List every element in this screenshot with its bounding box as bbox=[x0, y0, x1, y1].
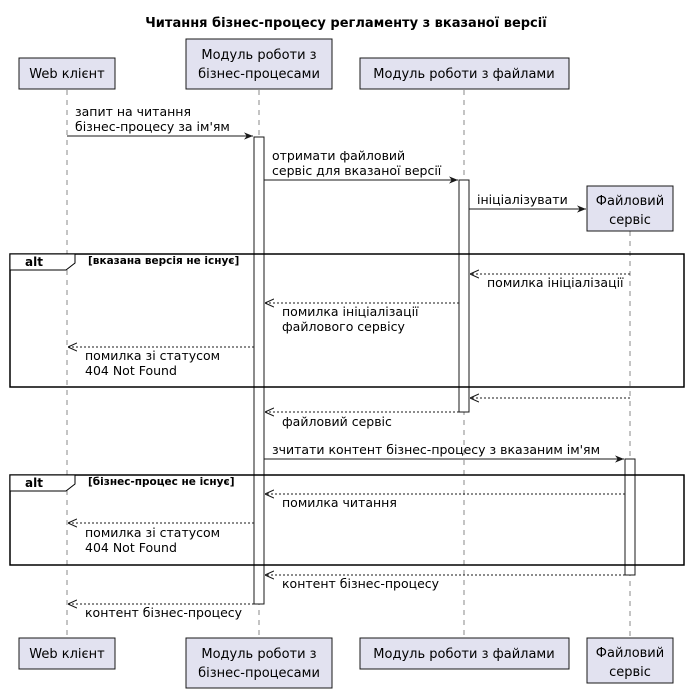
participant-label-line2: сервіс bbox=[609, 665, 651, 680]
participant-file-service-created: Файловий сервіс bbox=[586, 185, 674, 232]
message-label: ініціалізувати bbox=[477, 192, 568, 207]
participant-label-line1: Файловий bbox=[596, 646, 664, 661]
participant-label-line2: бізнес-процесами bbox=[198, 67, 320, 82]
alt-tag: alt bbox=[25, 476, 43, 490]
participant-bp-module-top: Модуль роботи з бізнес-процесами bbox=[185, 38, 333, 90]
message-read-error: помилка читання bbox=[265, 494, 625, 510]
message-content-to-client: контент бізнес-процесу bbox=[68, 604, 254, 620]
message-label-line1: помилка зі статусом bbox=[85, 525, 220, 540]
participant-file-module-top: Модуль роботи з файлами bbox=[359, 57, 570, 90]
participant-bp-module-bottom: Модуль роботи з бізнес-процесами bbox=[185, 637, 333, 689]
participant-web-client-top: Web клієнт bbox=[18, 57, 116, 90]
participant-label-line1: Модуль роботи з bbox=[201, 48, 316, 63]
alt-condition: [бізнес-процес не існує] bbox=[88, 476, 235, 488]
alt-tag: alt bbox=[25, 255, 43, 269]
message-404-process: помилка зі статусом 404 Not Found bbox=[68, 523, 254, 555]
participant-label: Модуль роботи з файлами bbox=[373, 647, 554, 662]
participant-label: Web клієнт bbox=[29, 647, 105, 662]
alt-frame-version-missing: alt [вказана версія не існує] bbox=[9, 253, 685, 388]
activation-bp-module bbox=[253, 136, 265, 605]
message-file-service-return: файловий сервіс bbox=[265, 412, 459, 429]
message-read-request: запит на читання бізнес-процесу за ім'ям bbox=[67, 104, 253, 140]
message-init-error: помилка ініціалізації bbox=[470, 274, 630, 290]
message-label-line1: запит на читання bbox=[75, 104, 191, 119]
message-label-line1: помилка зі статусом bbox=[85, 348, 220, 363]
message-initialize: ініціалізувати bbox=[469, 192, 586, 213]
message-get-file-service: отримати файловий сервіс для вказаної ве… bbox=[264, 148, 458, 184]
message-label: контент бізнес-процесу bbox=[85, 605, 243, 620]
participant-web-client-bottom: Web клієнт bbox=[18, 637, 116, 670]
activation-file-service bbox=[624, 458, 636, 576]
message-label-line2: сервіс для вказаної версії bbox=[272, 163, 442, 178]
message-read-content: зчитати контент бізнес-процесу з вказани… bbox=[264, 442, 624, 463]
message-404-version: помилка зі статусом 404 Not Found bbox=[68, 347, 254, 378]
participant-label-line1: Файловий bbox=[596, 194, 664, 209]
message-label-line1: помилка ініціалізації bbox=[282, 304, 419, 319]
message-label: контент бізнес-процесу bbox=[282, 576, 440, 591]
message-content-return: контент бізнес-процесу bbox=[265, 575, 625, 591]
message-label-line2: бізнес-процесу за ім'ям bbox=[75, 119, 230, 134]
diagram-title: Читання бізнес-процесу регламенту з вказ… bbox=[145, 16, 547, 31]
message-label-line2: 404 Not Found bbox=[85, 540, 177, 555]
activation-file-module bbox=[458, 179, 470, 413]
alt-condition: [вказана версія не існує] bbox=[88, 255, 239, 267]
message-label-line2: файлового сервісу bbox=[282, 319, 406, 334]
message-label: помилка читання bbox=[282, 495, 397, 510]
participant-file-service-bottom: Файловий сервіс bbox=[586, 637, 674, 684]
message-label: файловий сервіс bbox=[282, 414, 392, 429]
participant-label: Модуль роботи з файлами bbox=[373, 67, 554, 82]
participant-label-line2: бізнес-процесами bbox=[198, 666, 320, 681]
participant-label-line2: сервіс bbox=[609, 213, 651, 228]
message-label-line1: отримати файловий bbox=[272, 148, 405, 163]
alt-frame-process-missing: alt [бізнес-процес не існує] bbox=[9, 474, 685, 566]
participant-label: Web клієнт bbox=[29, 67, 105, 82]
participant-label-line1: Модуль роботи з bbox=[201, 647, 316, 662]
message-label: зчитати контент бізнес-процесу з вказани… bbox=[272, 442, 600, 457]
message-label-line2: 404 Not Found bbox=[85, 363, 177, 378]
message-file-service-init-error: помилка ініціалізації файлового сервісу bbox=[265, 303, 459, 334]
message-label: помилка ініціалізації bbox=[487, 275, 624, 290]
participant-file-module-bottom: Модуль роботи з файлами bbox=[359, 637, 570, 670]
